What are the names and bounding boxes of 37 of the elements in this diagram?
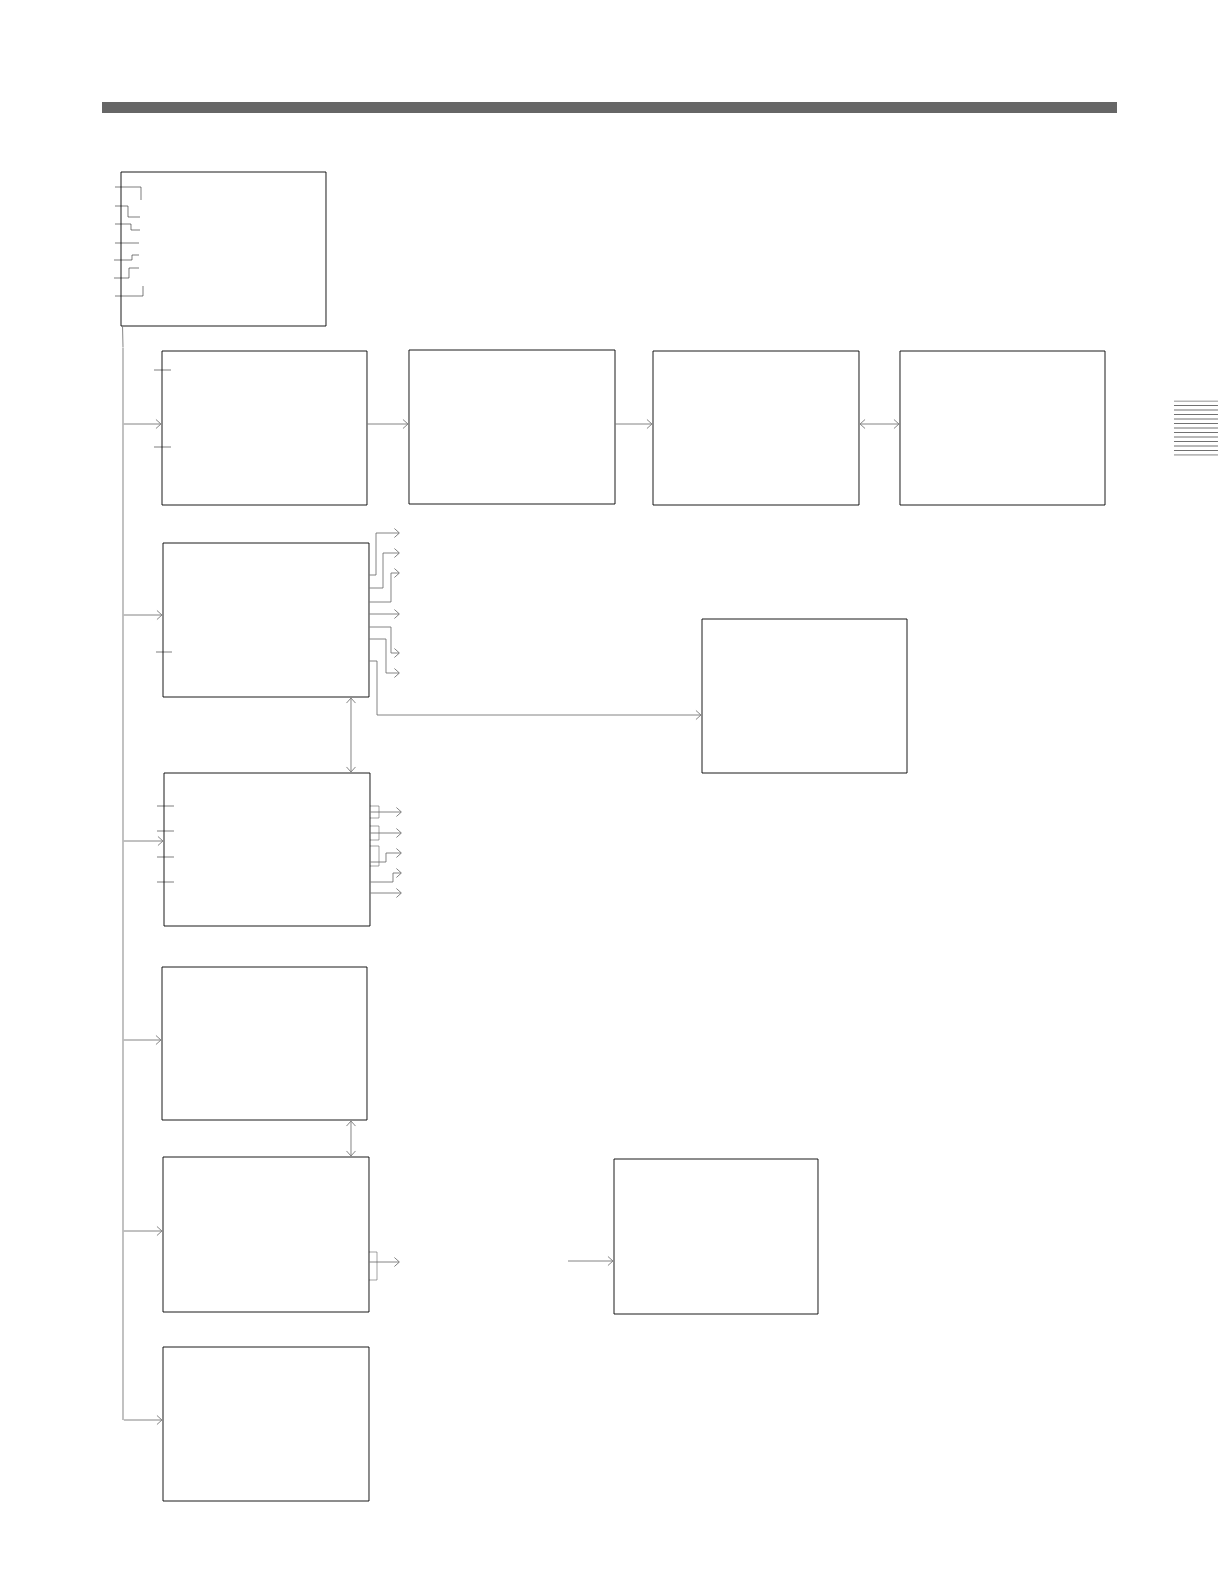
arrow: [369, 528, 400, 576]
arrow: [369, 626, 400, 658]
block-box: [408, 349, 616, 505]
arrow: [369, 568, 400, 603]
arrow: [123, 836, 164, 846]
block-box: [163, 772, 371, 927]
block-box: [162, 1156, 370, 1313]
arrow: [369, 548, 400, 589]
arrow: [370, 828, 402, 838]
arrow: [370, 888, 402, 898]
arrow: [369, 609, 400, 619]
block-box: [613, 1158, 819, 1315]
arrow: [567, 1256, 614, 1266]
arrow: [123, 1226, 163, 1236]
arrow: [370, 848, 402, 863]
arrow: [367, 419, 409, 429]
block-box: [161, 966, 368, 1121]
arrow: [369, 660, 702, 720]
arrow: [370, 807, 402, 817]
arrow: [123, 419, 162, 429]
arrow: [369, 1257, 400, 1267]
block-box: [899, 350, 1106, 506]
arrow: [369, 638, 400, 678]
block-box: [162, 1346, 370, 1502]
block-box: [652, 350, 860, 506]
arrow: [370, 868, 402, 883]
arrow: [346, 697, 356, 773]
arrow: [123, 1035, 162, 1045]
block-box: [161, 350, 368, 506]
arrow: [123, 1415, 163, 1425]
block-box: [701, 618, 908, 774]
arrow: [346, 1120, 356, 1157]
arrow: [859, 419, 900, 429]
arrow: [123, 610, 163, 620]
block-box: [120, 171, 327, 327]
arrow: [615, 419, 653, 429]
block-box: [162, 542, 370, 698]
